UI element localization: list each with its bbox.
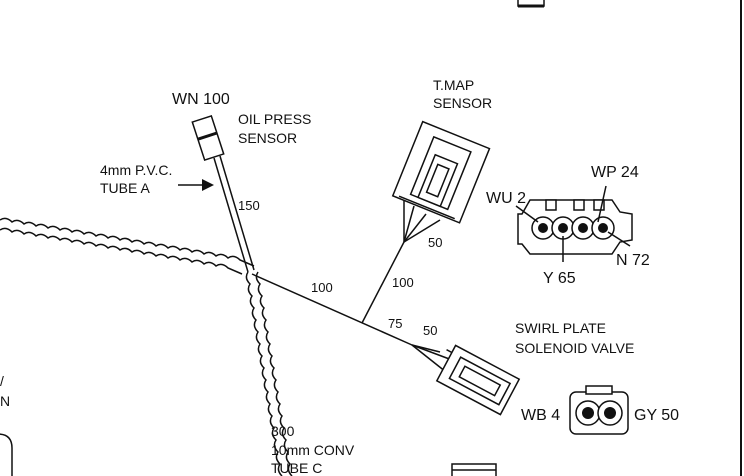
n72-label: N 72 <box>616 252 650 269</box>
tmap-sensor[interactable] <box>391 120 491 224</box>
length-trunk: 100 <box>311 280 333 295</box>
oil-branch-wire <box>213 157 249 273</box>
left-edge-connector <box>0 433 13 476</box>
left-conv-tube-lower <box>0 227 243 275</box>
swirl-split-wires <box>411 344 453 373</box>
left-conv-tube <box>0 217 255 267</box>
tmap-label-2: SENSOR <box>433 95 492 111</box>
gy50-label: GY 50 <box>634 407 679 424</box>
length-oil-branch: 150 <box>238 198 260 213</box>
oil-press-label-1: OIL PRESS <box>238 111 311 127</box>
wu2-label: WU 2 <box>486 190 526 207</box>
two-pin-connector[interactable] <box>569 385 629 435</box>
tube-c-label-1: 300 <box>271 423 295 439</box>
oil-press-label-2: SENSOR <box>238 130 297 146</box>
tube-a-arrow <box>178 179 214 191</box>
tube-a-label-1: 4mm P.V.C. <box>100 162 172 178</box>
four-pin-connector[interactable] <box>517 199 633 255</box>
wn100-label: WN 100 <box>172 91 230 108</box>
main-trunk-wire <box>251 273 413 346</box>
length-swirl-trunk: 75 <box>388 316 402 331</box>
swirl-solenoid-connector[interactable] <box>432 343 521 416</box>
wp24-label: WP 24 <box>591 164 639 181</box>
length-tmap-branch: 100 <box>392 275 414 290</box>
length-tmap-split: 50 <box>428 235 442 250</box>
edge-slash-label: / <box>0 373 4 389</box>
oil-branch-wire-2 <box>219 155 255 271</box>
swirl-label-2: SOLENOID VALVE <box>515 340 634 356</box>
swirl-label-1: SWIRL PLATE <box>515 320 606 336</box>
four-pin-leaders <box>515 185 631 262</box>
tube-c-conv-right <box>255 271 293 476</box>
length-swirl-split: 50 <box>423 323 437 338</box>
tube-c-label-3: TUBE C <box>271 460 322 476</box>
edge-n-label: N <box>0 393 10 409</box>
tmap-label-1: T.MAP <box>433 77 474 93</box>
tmap-split-wires <box>403 198 441 243</box>
y65-label: Y 65 <box>543 270 576 287</box>
tube-c-conv <box>245 271 283 476</box>
tube-a-label-2: TUBE A <box>100 180 150 196</box>
top-partial-connector <box>517 0 545 8</box>
wb4-label: WB 4 <box>521 407 560 424</box>
tmap-branch-wire <box>361 241 405 324</box>
oil-press-sensor[interactable] <box>191 114 225 162</box>
tube-c-label-2: 10mm CONV <box>271 442 355 458</box>
